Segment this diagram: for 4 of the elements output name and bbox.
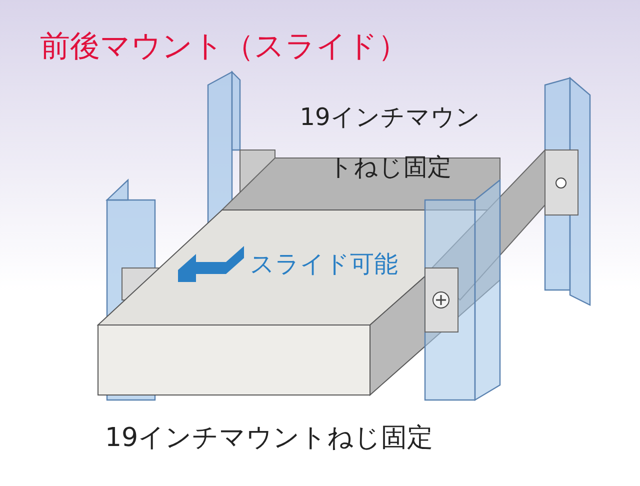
slide-label: スライド可能 (250, 249, 398, 280)
title: 前後マウント（スライド） (40, 28, 408, 66)
mount-note: 19インチマウントねじ固定 (105, 422, 434, 455)
mount-note: 19インチマウントねじ固定 (298, 102, 482, 183)
